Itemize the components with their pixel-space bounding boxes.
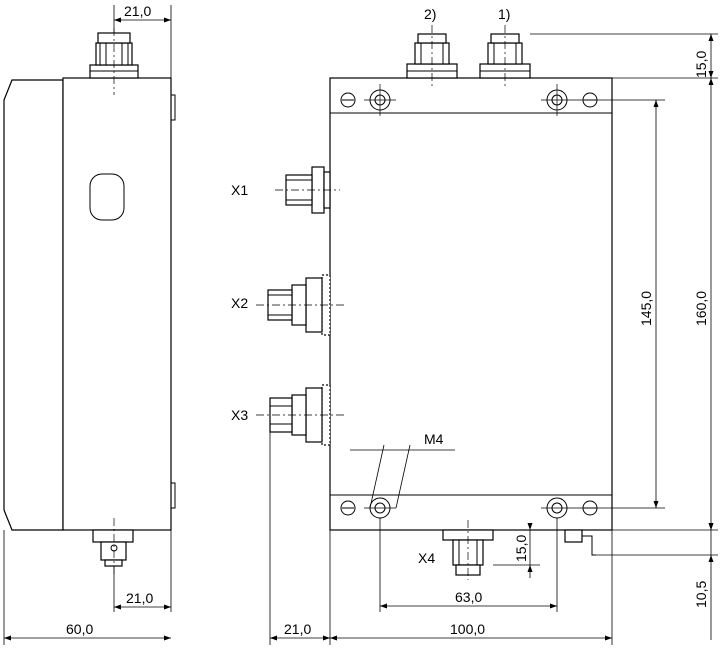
connector-x3 [256,384,345,446]
top-connector-2 [406,25,458,88]
side-bottom-connector [92,518,134,575]
side-view-housing [62,77,172,531]
dim-overall-width: 100,0 [450,621,485,637]
dim-top-clearance: 15,0 [693,51,709,78]
oval-cutout [89,173,125,221]
dim-bottom-clearance: 10,5 [693,581,709,608]
label-x4: X4 [418,550,435,566]
dim-overall-height: 160,0 [693,291,709,326]
dim-right-offset: 21,0 [284,621,311,637]
front-plate [329,77,613,531]
dim-x4-height: 15,0 [513,535,529,562]
dim-hole-spacing: 63,0 [455,589,482,605]
label-x1: X1 [231,182,248,198]
connector-x2 [256,274,345,336]
grounding-clip [564,529,596,556]
side-view: 21,0 21,0 60,0 [3,3,176,645]
dim-hole-pitch: 145,0 [638,291,654,326]
dim-top-left-width: 21,0 [124,3,151,19]
dim-overall-depth: 60,0 [66,621,93,637]
top-label-1: 1) [498,6,510,22]
connector-x1 [275,166,340,214]
label-x3: X3 [231,407,248,423]
top-connector-1 [479,25,531,88]
connector-x4 [442,520,494,580]
side-view-cover [3,79,64,531]
thread-label: M4 [424,431,444,447]
front-view: 2) 1) X1 X2 [231,6,718,645]
top-label-2: 2) [424,6,436,22]
dim-bottom-left-width: 21,0 [126,590,153,606]
label-x2: X2 [231,295,248,311]
